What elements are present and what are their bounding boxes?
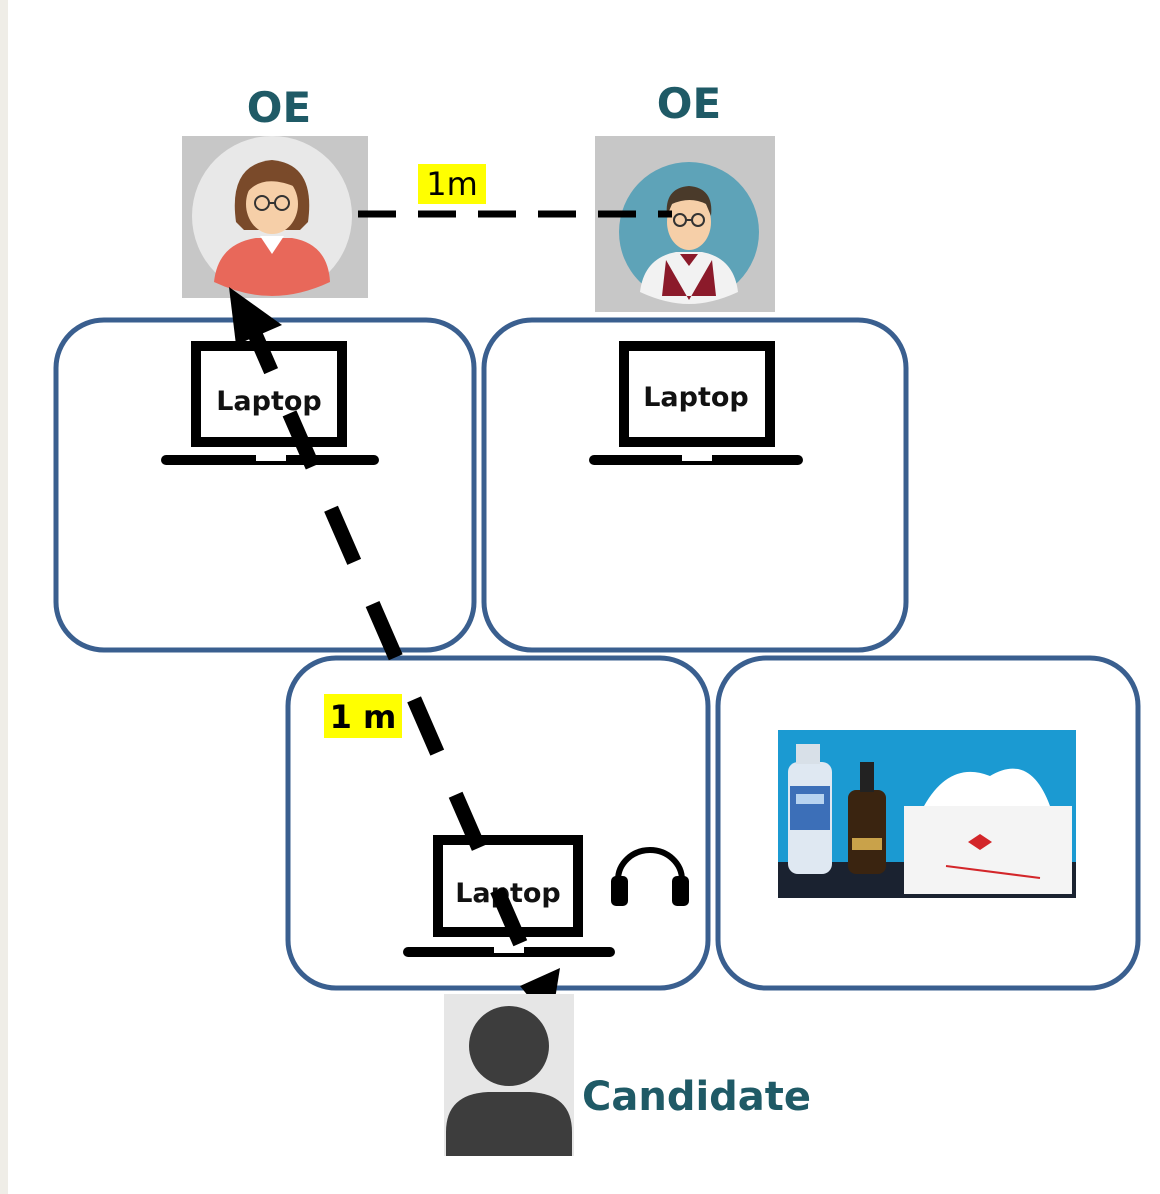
female-examiner-icon xyxy=(182,136,368,298)
distance-top-label: 1m xyxy=(426,165,478,203)
distance-diag-label: 1 m xyxy=(330,698,397,736)
distance-top-highlight xyxy=(418,164,486,204)
table-top-right xyxy=(481,317,909,653)
candidate-label: Candidate xyxy=(582,1074,811,1120)
person-silhouette-icon xyxy=(444,994,574,1156)
oe-left-label: OE xyxy=(247,83,311,132)
oe-right-label: OE xyxy=(657,79,721,128)
laptop-top-right: Laptop xyxy=(589,341,803,465)
distance-diag-highlight xyxy=(324,694,402,738)
hand-sanitizer-and-tissue-box-photo xyxy=(778,730,1076,898)
headphones-icon xyxy=(611,847,689,906)
distance-line-diagonal xyxy=(241,315,552,1003)
arrowhead-top xyxy=(229,287,282,345)
laptop-top-right-label: Laptop xyxy=(643,382,749,413)
laptop-top-left-label: Laptop xyxy=(216,386,322,417)
male-examiner-icon xyxy=(595,136,775,312)
table-bottom-left xyxy=(285,655,711,991)
